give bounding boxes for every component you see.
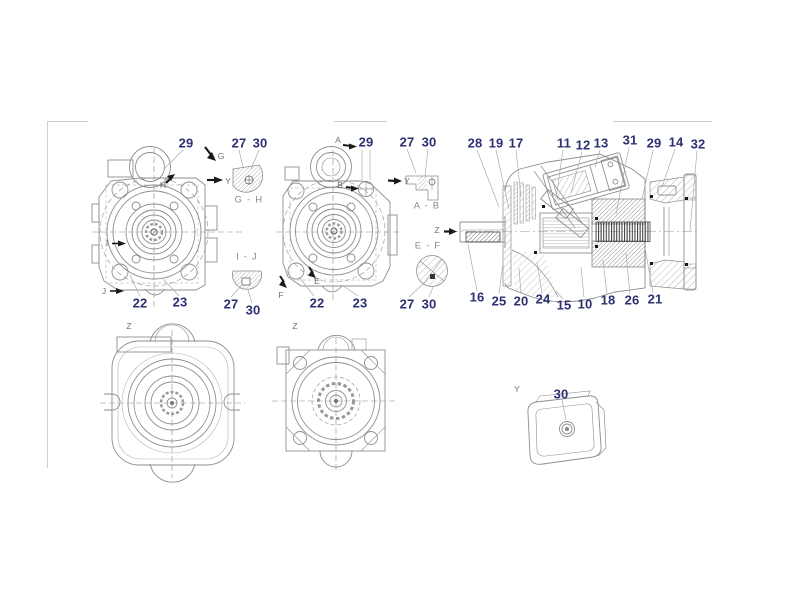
detail-a-b xyxy=(405,175,439,201)
detail-g-h xyxy=(232,164,264,193)
seal-dots xyxy=(534,195,688,266)
bolt-holes xyxy=(111,181,198,281)
rear-view-round xyxy=(100,323,245,483)
detail-e-f xyxy=(416,255,448,287)
detail-i-j xyxy=(232,270,262,290)
leader-lines xyxy=(129,146,698,421)
front-view-right xyxy=(276,146,400,300)
cross-section-view xyxy=(448,152,700,303)
bolt-holes xyxy=(293,356,378,445)
bolt-holes xyxy=(287,181,375,280)
cover-detail-view xyxy=(527,390,607,465)
section-view-arrows xyxy=(110,143,457,294)
rear-view-square xyxy=(272,334,398,470)
front-view-left xyxy=(91,146,242,308)
sheet-frame-lines xyxy=(47,121,712,468)
